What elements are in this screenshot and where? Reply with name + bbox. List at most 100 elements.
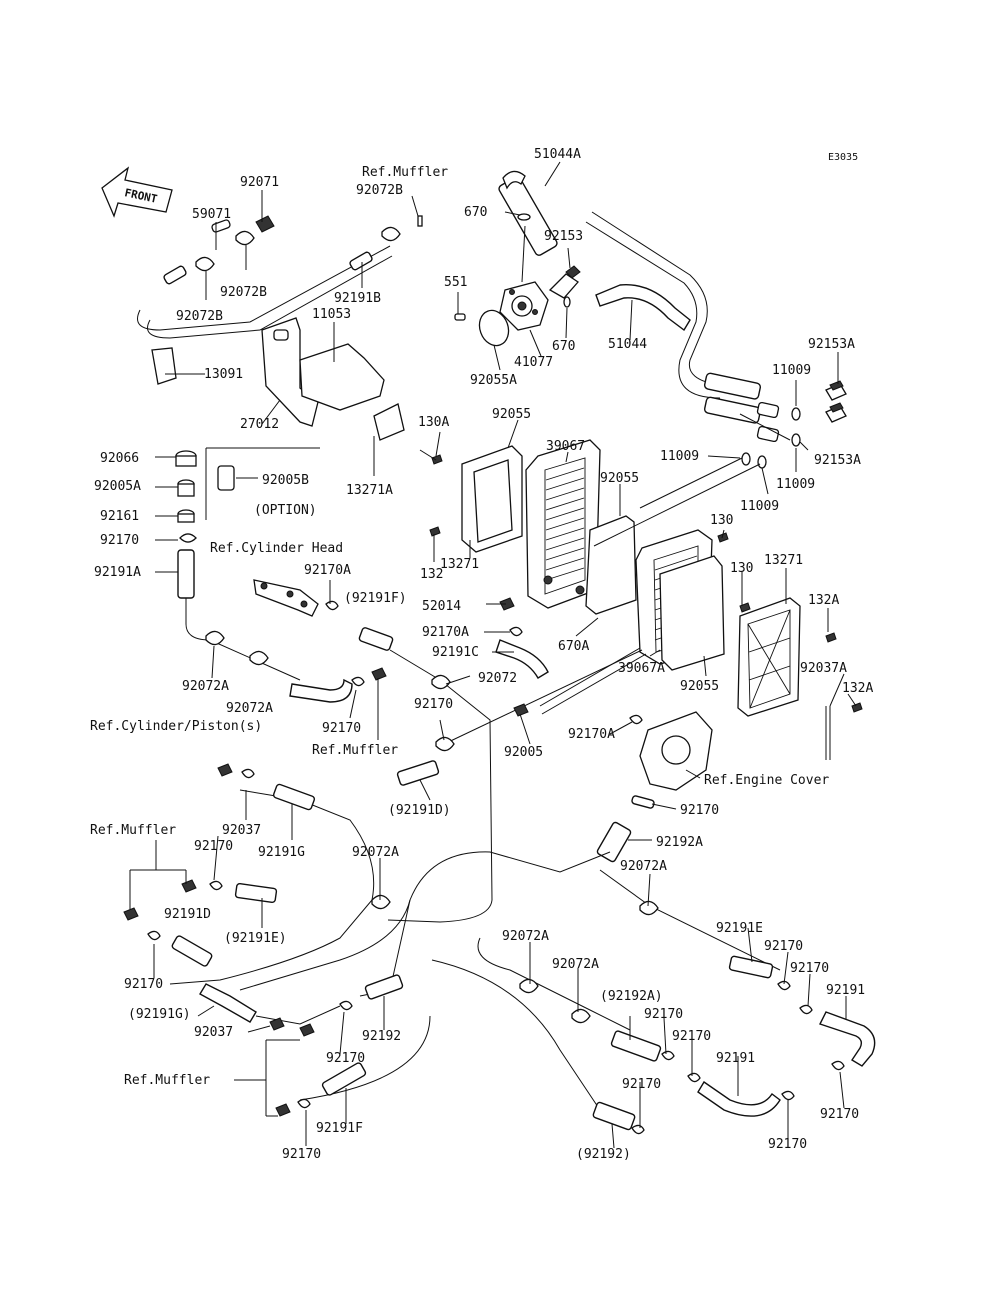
label-92191d-paren: (92191D) bbox=[388, 803, 451, 818]
label-92005: 92005 bbox=[504, 745, 543, 760]
label-13091: 13091 bbox=[204, 367, 243, 382]
label-92191e-paren: (92191E) bbox=[224, 931, 287, 946]
label-27012: 27012 bbox=[240, 417, 279, 432]
label-92191d: 92191D bbox=[164, 907, 211, 922]
label-11009: 11009 bbox=[660, 449, 699, 464]
label-92170: 92170 bbox=[326, 1051, 365, 1066]
label-92170: 92170 bbox=[672, 1029, 711, 1044]
label-92055: 92055 bbox=[492, 407, 531, 422]
label-92170: 92170 bbox=[768, 1137, 807, 1152]
label-92153a: 92153A bbox=[808, 337, 855, 352]
part-labels: E3035 92071 59071 92072B 92072B Ref.Muff… bbox=[90, 147, 873, 1162]
label-ref-muffler: Ref.Muffler bbox=[124, 1073, 210, 1088]
intercooler-39067 bbox=[461, 439, 637, 615]
label-92191e: 92191E bbox=[716, 921, 763, 936]
label-92072b: 92072B bbox=[356, 183, 403, 198]
label-92170: 92170 bbox=[644, 1007, 683, 1022]
bracket-27012 bbox=[151, 317, 405, 441]
label-92072a: 92072A bbox=[552, 957, 599, 972]
label-ref-muffler: Ref.Muffler bbox=[312, 743, 398, 758]
label-92072a: 92072A bbox=[226, 701, 273, 716]
intercooler-39067a bbox=[635, 529, 801, 717]
label-670: 670 bbox=[552, 339, 575, 354]
label-39067a: 39067A bbox=[618, 661, 665, 676]
cylinder-head-fitting bbox=[253, 579, 339, 617]
label-132a: 132A bbox=[808, 593, 839, 608]
label-92191b: 92191B bbox=[334, 291, 381, 306]
label-11009: 11009 bbox=[772, 363, 811, 378]
label-92170: 92170 bbox=[124, 977, 163, 992]
label-92170a: 92170A bbox=[568, 727, 615, 742]
label-92191g-paren: (92191G) bbox=[128, 1007, 191, 1022]
label-670: 670 bbox=[464, 205, 487, 220]
label-92153a: 92153A bbox=[814, 453, 861, 468]
label-92170: 92170 bbox=[282, 1147, 321, 1162]
label-92170: 92170 bbox=[680, 803, 719, 818]
label-ref-engine-cover: Ref.Engine Cover bbox=[704, 773, 829, 788]
label-52014: 52014 bbox=[422, 599, 461, 614]
label-92170: 92170 bbox=[820, 1107, 859, 1122]
label-92072b: 92072B bbox=[176, 309, 223, 324]
label-670a: 670A bbox=[558, 639, 589, 654]
label-92192-paren: (92192) bbox=[576, 1147, 631, 1162]
label-130: 130 bbox=[710, 513, 733, 528]
label-11053: 11053 bbox=[312, 307, 351, 322]
hose-network bbox=[123, 597, 876, 1135]
label-92072a: 92072A bbox=[352, 845, 399, 860]
label-92072a: 92072A bbox=[502, 929, 549, 944]
label-92191g: 92191G bbox=[258, 845, 305, 860]
label-92072: 92072 bbox=[478, 671, 517, 686]
label-92005b: 92005B bbox=[262, 473, 309, 488]
bolts-92153a bbox=[741, 380, 847, 469]
label-39067: 39067 bbox=[546, 439, 585, 454]
label-51044: 51044 bbox=[608, 337, 647, 352]
label-92072a: 92072A bbox=[182, 679, 229, 694]
label-41077: 41077 bbox=[514, 355, 553, 370]
label-92191f-paren: (92191F) bbox=[344, 591, 407, 606]
label-92170: 92170 bbox=[322, 721, 361, 736]
label-92161: 92161 bbox=[100, 509, 139, 524]
label-92072a: 92072A bbox=[620, 859, 667, 874]
leader-lines bbox=[129, 161, 857, 1149]
label-11009: 11009 bbox=[776, 477, 815, 492]
label-92192: 92192 bbox=[362, 1029, 401, 1044]
label-51044a: 51044A bbox=[534, 147, 581, 162]
label-ref-cylinder-piston: Ref.Cylinder/Piston(s) bbox=[90, 719, 262, 734]
label-92170a: 92170A bbox=[422, 625, 469, 640]
label-92055a: 92055A bbox=[470, 373, 517, 388]
label-92071: 92071 bbox=[240, 175, 279, 190]
front-arrow-icon: FRONT bbox=[101, 166, 173, 218]
pipe-loop-upper-left bbox=[137, 215, 423, 339]
diagram-code: E3035 bbox=[828, 152, 858, 163]
label-92192a: 92192A bbox=[656, 835, 703, 850]
label-132a: 132A bbox=[842, 681, 873, 696]
label-ref-muffler: Ref.Muffler bbox=[362, 165, 448, 180]
label-92191: 92191 bbox=[716, 1051, 755, 1066]
label-92170a: 92170A bbox=[304, 563, 351, 578]
label-92037: 92037 bbox=[194, 1025, 233, 1040]
label-13271: 13271 bbox=[440, 557, 479, 572]
label-13271: 13271 bbox=[764, 553, 803, 568]
label-92170: 92170 bbox=[414, 697, 453, 712]
label-13271a: 13271A bbox=[346, 483, 393, 498]
tie-rods bbox=[419, 449, 863, 760]
thermostat-housing bbox=[454, 213, 581, 347]
label-92005a: 92005A bbox=[94, 479, 141, 494]
label-92170: 92170 bbox=[194, 839, 233, 854]
label-92153: 92153 bbox=[544, 229, 583, 244]
label-ref-muffler: Ref.Muffler bbox=[90, 823, 176, 838]
label-130: 130 bbox=[730, 561, 753, 576]
label-92192a-paren: (92192A) bbox=[600, 989, 663, 1004]
label-92055: 92055 bbox=[600, 471, 639, 486]
label-92170: 92170 bbox=[764, 939, 803, 954]
label-92191a: 92191A bbox=[94, 565, 141, 580]
label-11009: 11009 bbox=[740, 499, 779, 514]
label-92170: 92170 bbox=[622, 1077, 661, 1092]
label-ref-cylinder-head: Ref.Cylinder Head bbox=[210, 541, 343, 556]
hose-51044 bbox=[595, 283, 691, 332]
label-92191c: 92191C bbox=[432, 645, 479, 660]
label-551: 551 bbox=[444, 275, 467, 290]
label-92037a: 92037A bbox=[800, 661, 847, 676]
label-59071: 59071 bbox=[192, 207, 231, 222]
